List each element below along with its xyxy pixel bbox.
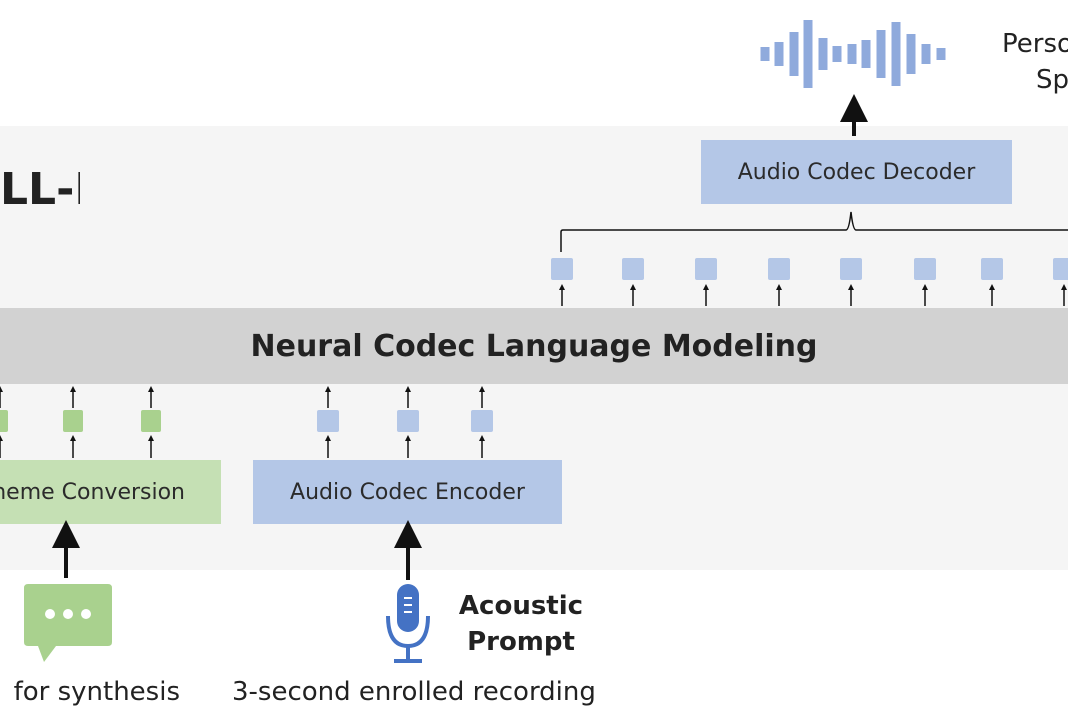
waveform-icon (760, 20, 946, 88)
audio-codec-encoder-box: Audio Codec Encoder (253, 460, 562, 524)
output-label-line1: Perso (1002, 29, 1068, 59)
audio-codec-decoder-box: Audio Codec Decoder (701, 140, 1012, 204)
phoneme-conversion-box: neme Conversion (0, 460, 221, 524)
microphone-icon (386, 584, 430, 663)
acoustic-prompt-line1: Acoustic (458, 591, 584, 621)
token-brace (560, 211, 1068, 252)
acoustic-prompt-label: Acoustic Prompt (446, 588, 596, 660)
text-caption: for synthesis (13, 677, 180, 707)
phoneme-tokens (0, 410, 161, 432)
language-model-label: Neural Codec Language Modeling (250, 328, 818, 364)
recording-caption: 3-second enrolled recording (232, 677, 596, 707)
language-model-band: Neural Codec Language Modeling (0, 308, 1068, 384)
phoneme-token-arrows (0, 386, 154, 458)
output-label: Perso Sp (980, 26, 1068, 106)
acoustic-tokens (317, 410, 493, 432)
output-label-line2: Sp (1036, 65, 1068, 95)
acoustic-prompt-line2: Prompt (467, 627, 575, 657)
acoustic-token-arrows (325, 386, 485, 458)
output-tokens (551, 258, 1068, 280)
output-token-arrows (559, 284, 1067, 306)
speech-bubble-icon (24, 584, 112, 662)
model-title: LL-E (0, 164, 80, 215)
